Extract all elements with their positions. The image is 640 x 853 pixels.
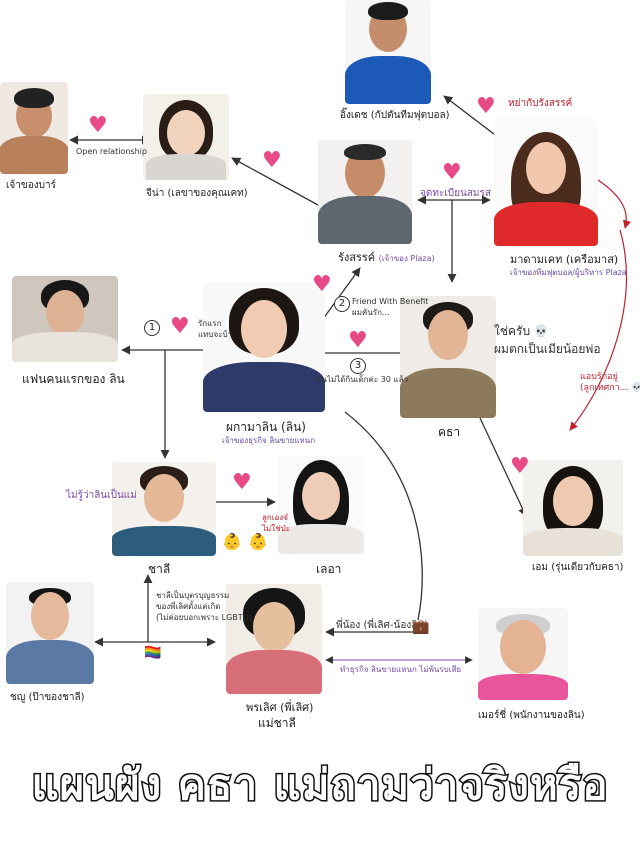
photo-teacher (0, 82, 68, 174)
name-praleut: พรเลิศ (พี่เลิศ) (246, 701, 314, 714)
photo-jina (143, 94, 229, 180)
heart-icon: ♥ (232, 470, 252, 495)
photo-em (523, 460, 623, 556)
note-son-line: ใช่ครับ 💀 ผมตกเป็นเมียน้อยพ่อ (494, 324, 601, 356)
photo-merchai (478, 608, 568, 700)
name-lao: เลอา (316, 562, 342, 576)
photo-chanyu (6, 582, 94, 684)
note-siblings: พี่น้อง (พี่เลิศ-น้องลิน) (336, 620, 429, 631)
step-circle: 3 (350, 358, 366, 374)
role-praleut: แม่ชาลี (258, 716, 296, 730)
heart-icon: ♥ (312, 272, 332, 297)
note-sali-birth: ชาลีเป็นบุตรบุญธรรม ของพี่เลิศตั้งแต่เกิ… (156, 591, 253, 622)
photo-kate (494, 118, 598, 246)
name-lin: ผกามาลิน (ลิน) (226, 420, 306, 434)
heart-icon: ♥ (88, 113, 108, 138)
heart-icon: ♥ (262, 148, 282, 173)
name-khatha: คธา (438, 425, 461, 439)
photo-rangsan (318, 140, 412, 244)
photo-lin (203, 282, 325, 412)
photo-exlover (12, 276, 118, 362)
heart-icon: ♥ (510, 454, 530, 479)
name-rangsan: รังสรรค์ (เจ้าของ Plaza) (338, 251, 435, 264)
baby-icon: 👶 (248, 532, 268, 551)
name-merchai: เมอร์ชี่ (พนักงานของลิน) (478, 710, 585, 721)
heart-icon: ♥ (442, 160, 462, 185)
note-open-relationship: Open relationship (76, 147, 147, 156)
note-business: ทำธุรกิจ ลินขายแหนก ไม่พ้นรบเสีย (340, 665, 462, 674)
name-em: เอม (รุ่นเดียวกับคธา) (532, 562, 624, 573)
note-age-gap: ฉันไม่ได้กินเด็กค่ะ 30 แล้ว (316, 375, 408, 384)
name-ittidet: อิ๊งเดช (กัปตันทีมฟุตบอล) (340, 110, 450, 121)
note-divorced: หย่ากับรังสรรค์ (508, 98, 573, 109)
note-first-love: รักแรก แทบจะบ้า (198, 319, 233, 339)
note-secret-son: แอบรักอยู่ (ลูกเทศกา... 💀) (580, 372, 640, 393)
name-sali: ชาลี (148, 562, 171, 576)
note-registered: จดทะเบียนสมรส (420, 188, 491, 199)
note-daughter-q: ลูกเองจ๋ ไม่ใช่ป่ะ (262, 513, 291, 533)
photo-khatha (400, 296, 496, 418)
photo-lao (278, 456, 364, 554)
step-circle: 1 (144, 320, 160, 336)
photo-ittidet (345, 0, 431, 104)
name-teacher: เจ้าของบาร์ (6, 180, 56, 191)
note-fwb: Friend With Benefit ผมคันรัก... (352, 297, 429, 317)
role-kate: เจ้าของทีมฟุตบอล/ผู้บริหาร Plaza (510, 268, 627, 277)
heart-icon: ♥ (348, 328, 368, 353)
page-title: แผนผัง คธา แม่ถามว่าจริงหรือ (30, 759, 609, 811)
name-jina: จีน่า (เลขาของคุณเคท) (146, 188, 248, 199)
heart-icon: ♥ (476, 94, 496, 119)
briefcase-icon: 💼 (412, 619, 430, 635)
rainbow-flag-icon: 🏳️‍🌈 (144, 645, 162, 661)
name-kate: มาดามเคท (เครือมาส) (510, 253, 619, 266)
photo-sali (112, 462, 216, 556)
baby-icon: 👶 (222, 532, 242, 551)
name-chanyu: ชญู (ป๊าของชาลี) (10, 692, 85, 703)
step-circle: 2 (334, 296, 350, 312)
photo-praleut (226, 584, 322, 694)
role-lin: เจ้าของธุรกิจ ลินขายแหนก (222, 436, 316, 445)
name-exlover: แฟนคนแรกของ ลิน (22, 372, 125, 386)
heart-icon: ♥ (170, 314, 190, 339)
note-dont-know-mom: ไม่รู้ว่าลินเป็นแม่ (66, 490, 137, 501)
